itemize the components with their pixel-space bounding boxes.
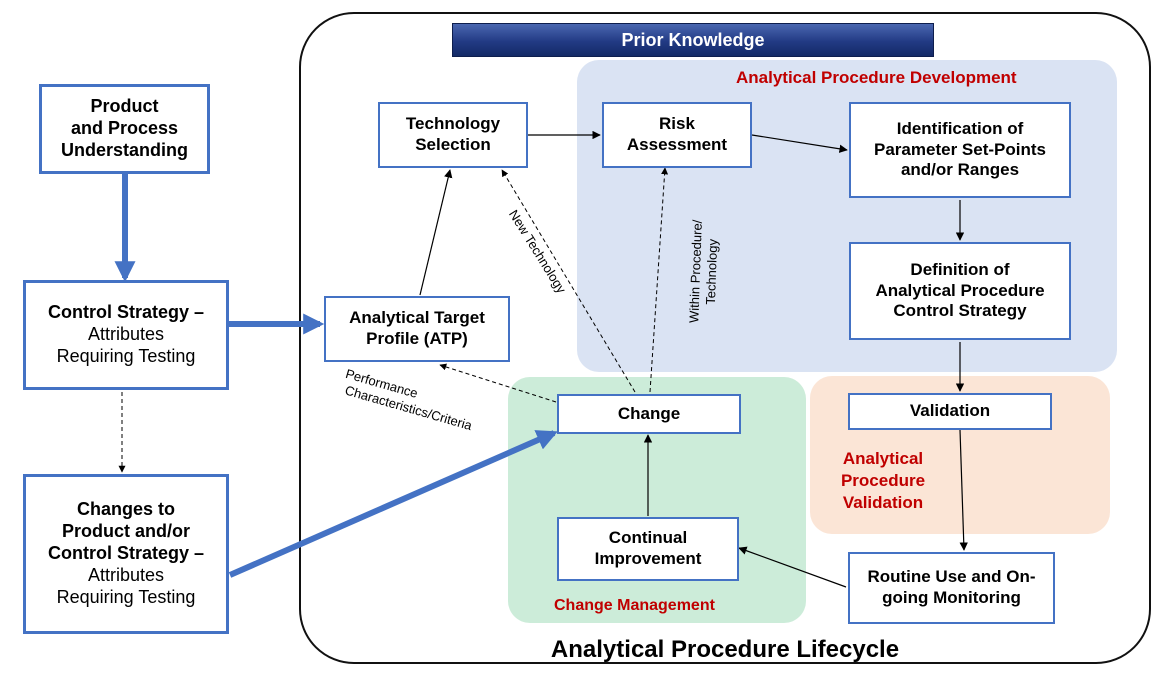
lifecycle-title: Analytical Procedure Lifecycle [550, 636, 900, 663]
box-line: Attributes [87, 324, 165, 345]
arrow-change-to-technology [501, 169, 636, 393]
arrow-atp-to-technology [419, 169, 453, 296]
box-line: Profile (ATP) [366, 329, 468, 348]
validation-region-label: Analytical Procedure Validation [828, 448, 938, 514]
arrow-change-to-atp [439, 363, 557, 403]
box-line: Change [617, 403, 681, 423]
arrow-changes-to-change [228, 430, 558, 578]
validation-label-line: Procedure [840, 471, 926, 491]
risk-assessment-box: Risk Assessment [602, 102, 752, 168]
box-line: Product and/or [61, 521, 190, 542]
box-line: Analytical Target [349, 308, 485, 328]
box-line: Analytical Procedure [875, 280, 1045, 300]
box-line: Attributes [87, 564, 165, 585]
arrow-validation-to-routine [959, 429, 968, 551]
change-management-label: Change Management [554, 597, 715, 614]
box-line: Definition of [910, 259, 1010, 279]
box-line: Validation [909, 401, 991, 421]
box-line: Technology [405, 114, 501, 134]
validation-label-line: Validation [842, 493, 924, 513]
box-line: Understanding [60, 139, 188, 160]
box-line: Assessment [626, 135, 728, 154]
arrow-routine-to-continual [738, 546, 847, 588]
development-region-label: Analytical Procedure Development [736, 68, 1017, 87]
box-line: going Monitoring [882, 588, 1021, 607]
arrow-risk-to-identification [751, 134, 848, 153]
box-line: Parameter Set-Points [874, 139, 1046, 159]
changes-to-product-box: Changes to Product and/or Control Strate… [23, 474, 229, 634]
validation-label-line: Analytical [842, 449, 924, 468]
within-procedure-label: Within Procedure/ Technology [686, 219, 721, 323]
box-line: Changes to [76, 499, 175, 520]
box-line: Requiring Testing [56, 586, 196, 607]
change-box: Change [557, 394, 741, 434]
arrow-change-to-risk [649, 167, 669, 393]
continual-improvement-box: Continual Improvement [557, 517, 739, 581]
routine-use-box: Routine Use and On- going Monitoring [848, 552, 1055, 624]
box-line: Product [90, 96, 159, 117]
technology-selection-box: Technology Selection [378, 102, 528, 168]
validation-box: Validation [848, 393, 1052, 430]
box-line: and/or Ranges [900, 160, 1020, 180]
box-line: Risk [659, 114, 695, 134]
box-line: Identification of [896, 118, 1024, 138]
box-line: Control Strategy – [47, 302, 205, 323]
box-line: and Process [70, 118, 179, 139]
box-line: Control Strategy [893, 301, 1027, 321]
box-line: Improvement [594, 549, 702, 568]
box-line: Selection [415, 135, 491, 154]
definition-box: Definition of Analytical Procedure Contr… [849, 242, 1071, 340]
product-understanding-box: Product and Process Understanding [39, 84, 210, 174]
atp-box: Analytical Target Profile (ATP) [324, 296, 510, 362]
control-strategy-box: Control Strategy – Attributes Requiring … [23, 280, 229, 390]
box-line: Control Strategy – [47, 543, 205, 564]
box-line: Requiring Testing [56, 345, 196, 366]
box-line: Continual [608, 528, 688, 548]
prior-knowledge-banner: Prior Knowledge [452, 23, 934, 57]
identification-box: Identification of Parameter Set-Points a… [849, 102, 1071, 198]
box-line: Routine Use and On- [867, 567, 1036, 587]
